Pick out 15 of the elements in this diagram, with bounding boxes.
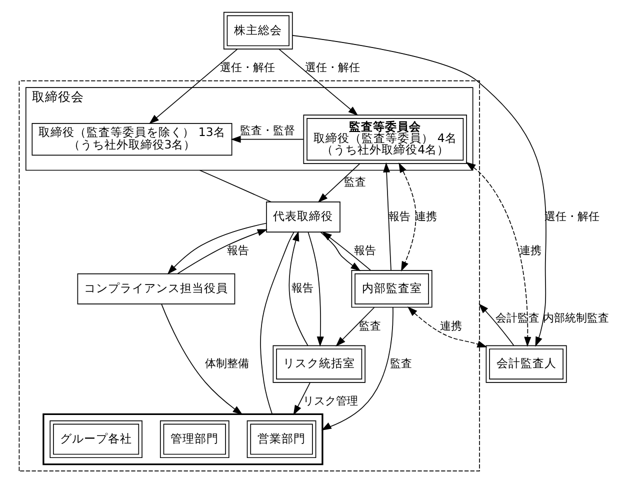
edge-label: 監査: [344, 175, 366, 188]
edge-label: 選任・解任: [304, 60, 360, 74]
edge-label: 監査: [390, 356, 412, 370]
edge-label: 監査: [359, 318, 382, 332]
edge-label: 体制整備: [205, 356, 250, 370]
edge-label: 報告: [354, 244, 376, 257]
edge-label: 報告: [227, 244, 250, 257]
edge-label: 監査・監督: [240, 123, 296, 136]
edge-label: 選任・解任: [220, 60, 275, 74]
edge-label: 報告: [291, 281, 314, 294]
edge-label: リスク管理: [302, 394, 358, 407]
edge-label: 連携: [440, 318, 462, 332]
edge-label: 会計監査 内部統制監査: [496, 310, 610, 324]
edge-label: 連携: [415, 209, 438, 222]
edge-label: 連携: [519, 244, 542, 257]
